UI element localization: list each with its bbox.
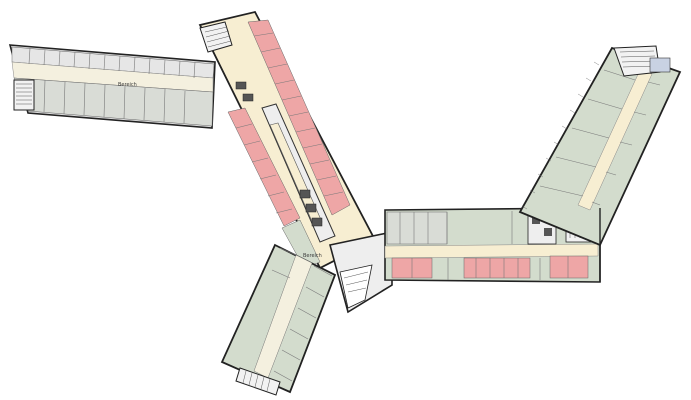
central-corridor-label: Bereich [303,253,322,259]
east-connector-upper-rooms [386,211,448,245]
southwest-stair [235,367,281,396]
junction-stair [339,264,373,309]
west-wing: Bereich [8,44,216,129]
northeast-partitions [539,69,661,206]
central-partitions [235,32,344,214]
northeast-corridor [577,69,653,211]
east-connector-corridor [384,243,599,259]
northeast-wing [518,45,682,247]
west-corridor-label: Bereich [118,82,137,88]
northeast-facade-hatch [521,61,600,210]
southwest-partitions [271,247,333,382]
east-connector-partitions [399,211,569,280]
west-stair [13,79,35,111]
junction-stair-treads [343,271,369,293]
central-red-offices-upper [247,19,351,216]
central-red-offices-left [227,107,301,227]
central-green-rooms [281,219,321,269]
central-core-blocks [235,81,323,227]
central-wing: Bereich [198,10,377,270]
northeast-blue-room [649,57,671,73]
central-upper-stair [199,21,233,53]
west-wing-partitions [28,47,196,124]
junction [329,231,393,314]
southwest-wing [220,243,337,396]
